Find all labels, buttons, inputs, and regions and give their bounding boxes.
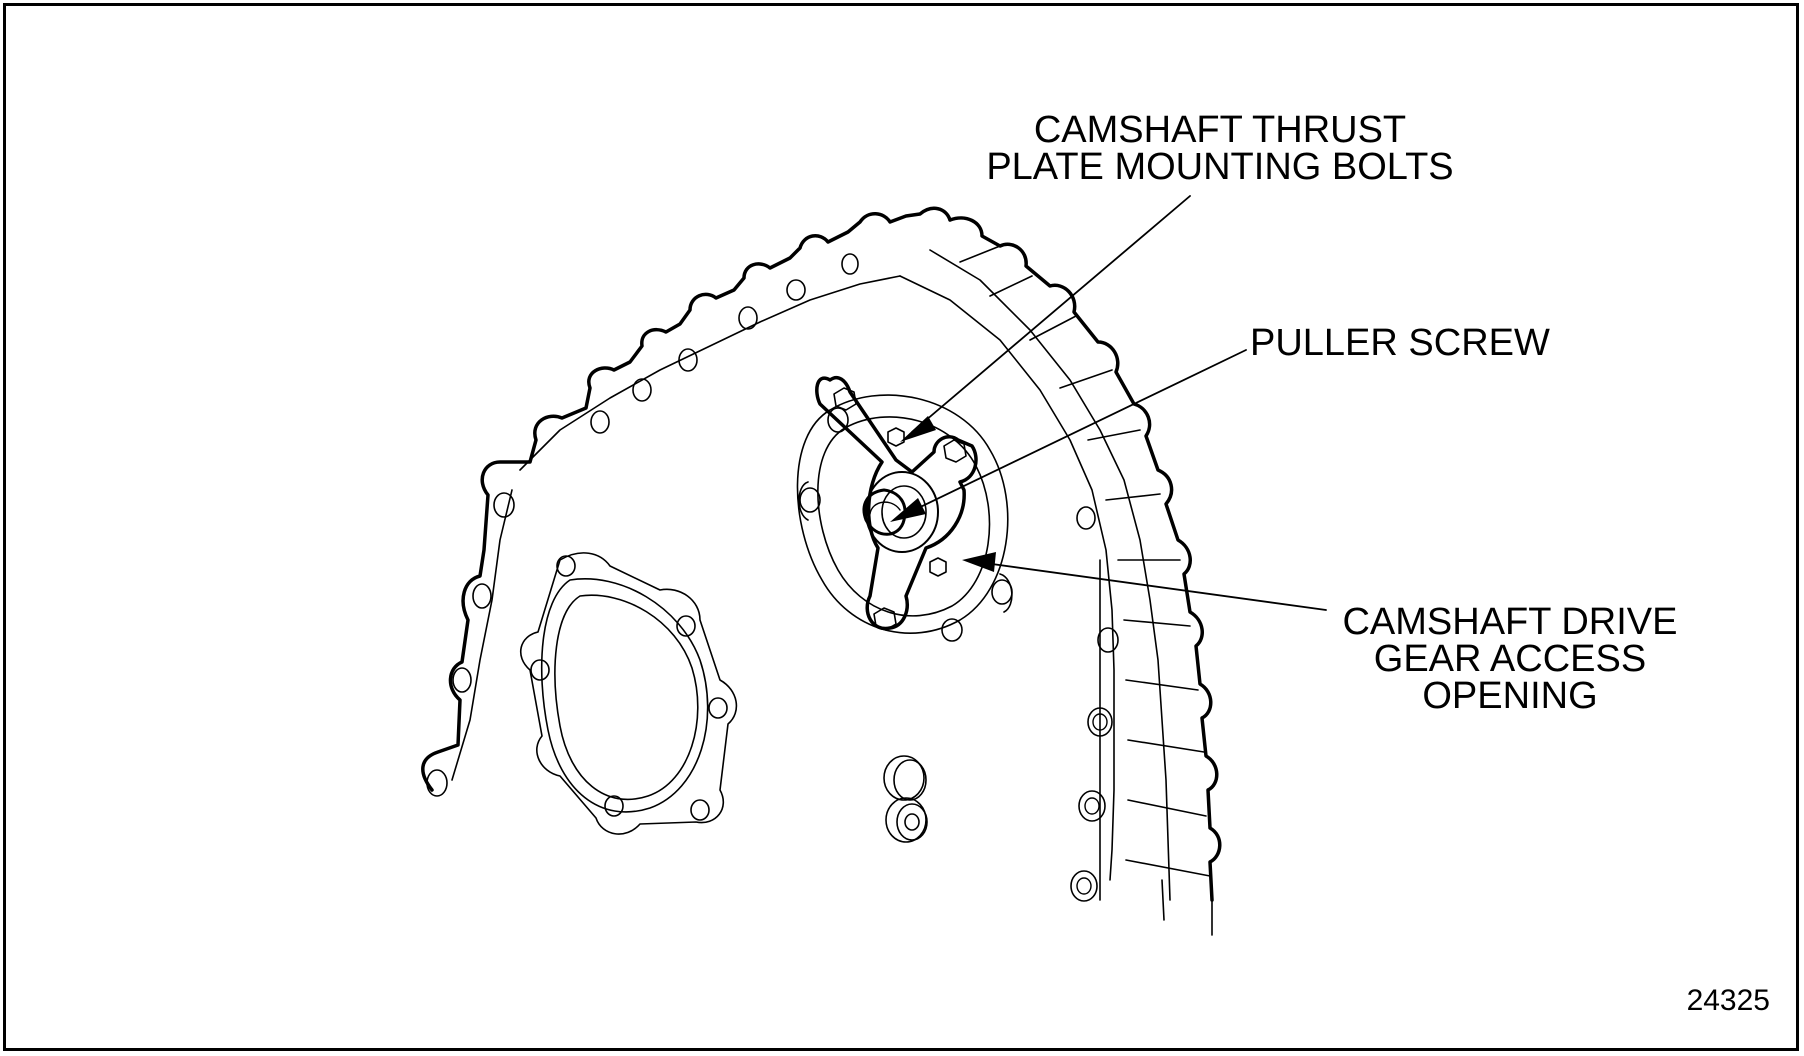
callout-line: OPENING	[1422, 675, 1598, 717]
leader-lines	[909, 195, 1327, 611]
dowel-plugs	[883, 755, 928, 843]
puller-tool	[815, 375, 978, 631]
arrowhead-access-opening	[962, 552, 996, 572]
leader-access-opening	[991, 563, 1327, 611]
callout-line: CAMSHAFT DRIVE	[1342, 601, 1678, 643]
figure-number: 24325	[1686, 984, 1770, 1017]
leader-arrowheads	[890, 416, 996, 572]
housing-outline	[421, 206, 952, 792]
leader-puller-screw	[909, 349, 1247, 513]
callout-line: GEAR ACCESS	[1373, 638, 1647, 680]
callout-line: PULLER SCREW	[1250, 322, 1550, 364]
leader-thrust-bolts	[911, 195, 1191, 433]
callout-line: CAMSHAFT THRUST	[1033, 109, 1407, 151]
housing-right-bolt-strip	[899, 216, 1222, 936]
callout-puller-screw: PULLER SCREW	[1250, 322, 1590, 364]
callout-thrust-plate-bolts: CAMSHAFT THRUST PLATE MOUNTING BOLTS	[930, 109, 1510, 188]
callout-line: PLATE MOUNTING BOLTS	[986, 146, 1454, 188]
access-opening-flange	[796, 394, 1013, 642]
arrowhead-thrust-bolts	[900, 416, 936, 442]
housing-bolt-holes	[426, 253, 859, 797]
large-cover-plate	[519, 552, 738, 835]
arrowhead-puller-screw	[890, 498, 926, 522]
callout-drive-gear-access: CAMSHAFT DRIVE GEAR ACCESS OPENING	[1330, 601, 1690, 717]
